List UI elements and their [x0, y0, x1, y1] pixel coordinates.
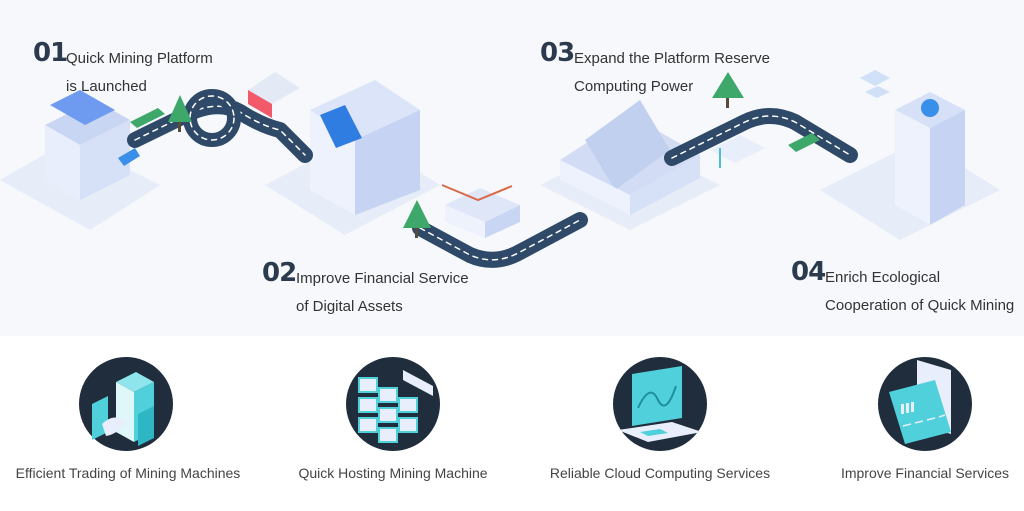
building-4 [860, 70, 965, 225]
step-number: 02 [262, 258, 297, 288]
feature-label: Efficient Trading of Mining Machines [15, 465, 241, 481]
step-title-line2: is Launched [66, 78, 147, 95]
step-title-line2: of Digital Assets [296, 298, 403, 315]
step-03: 03 Expand the Platform Reserve Computing… [540, 38, 800, 100]
building-3 [560, 100, 765, 215]
step-02: 02 Improve Financial Service of Digital … [262, 258, 502, 320]
feature-label: Quick Hosting Mining Machine [298, 465, 488, 481]
step-title-line1: Improve Financial Service [296, 270, 469, 287]
server-rack-icon [343, 352, 443, 452]
card-phone-icon [875, 352, 975, 452]
laptop-chart-icon [610, 352, 710, 452]
feature-cloud: Reliable Cloud Computing Services [532, 336, 788, 511]
roadmap-scene [0, 70, 1000, 268]
step-number: 03 [540, 38, 575, 68]
feature-label: Reliable Cloud Computing Services [549, 465, 771, 481]
step-title-line2: Computing Power [574, 78, 694, 95]
step-title-line1: Quick Mining Platform [66, 50, 213, 67]
trucks [130, 108, 820, 152]
step-04: 04 Enrich Ecological Cooperation of Quic… [791, 257, 1021, 319]
feature-trading: Efficient Trading of Mining Machines [0, 336, 256, 511]
trees [168, 72, 744, 238]
road [127, 89, 858, 268]
step-title-line1: Enrich Ecological [825, 269, 941, 286]
feature-finance: Improve Financial Services [797, 336, 1024, 511]
step-title-line1: Expand the Platform Reserve [574, 50, 770, 67]
roadmap-illustration: 01 Quick Mining Platform is Launched 02 … [0, 38, 1021, 320]
building-small [441, 184, 520, 238]
feature-list: Efficient Trading of Mining Machines Qui… [0, 336, 1024, 511]
building-1 [45, 90, 140, 200]
step-number: 04 [791, 257, 826, 287]
handshake-icon [78, 352, 178, 452]
step-number: 01 [33, 38, 68, 68]
building-2 [248, 72, 420, 215]
step-01: 01 Quick Mining Platform is Launched [33, 38, 253, 100]
feature-label: Improve Financial Services [840, 465, 1010, 481]
step-title-line2: Cooperation of Quick Mining [825, 297, 1015, 314]
feature-hosting: Quick Hosting Mining Machine [265, 336, 521, 511]
